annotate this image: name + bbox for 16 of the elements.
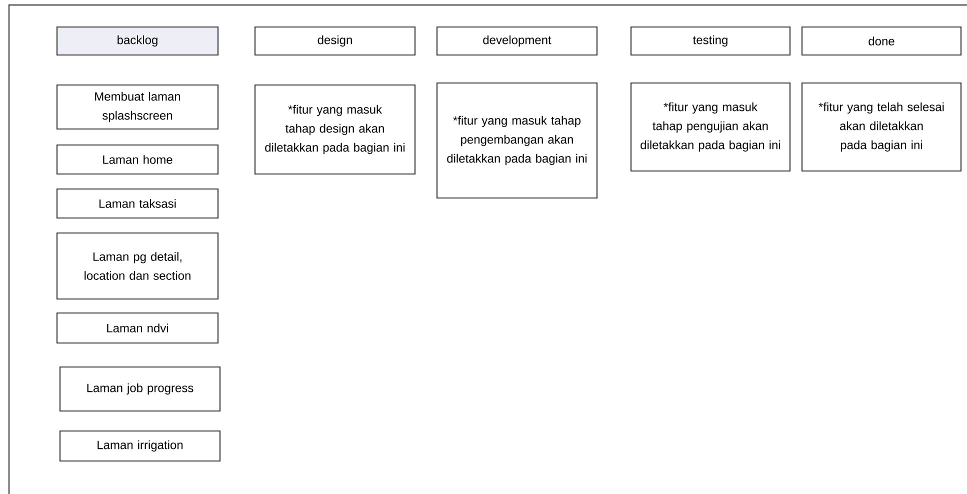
note-card: *fitur yang masuk tahap pengujian akan diletakkan pada bagian ini (630, 82, 791, 172)
note-card: *fitur yang masuk tahap design akan diletakkan pada bagian ini (254, 84, 416, 175)
note-card: *fitur yang telah selesai akan diletakkan pada bagian ini (801, 82, 962, 172)
task-card: Laman irrigation (59, 430, 221, 462)
column-header: testing (630, 26, 791, 56)
column-header: development (436, 26, 598, 56)
task-card: Laman pg detail, location dan section (56, 232, 219, 300)
task-card: Laman job progress (59, 366, 221, 412)
column-header: backlog (56, 26, 219, 56)
column-header: design (254, 26, 416, 56)
task-card: Laman home (56, 144, 219, 175)
task-card: Laman ndvi (56, 312, 219, 344)
column-header: done (801, 26, 962, 56)
task-card: Laman taksasi (56, 188, 219, 219)
note-card: *fitur yang masuk tahap pengembangan akan diletakkan pada bagian ini (436, 82, 598, 199)
task-card: Membuat laman splashscreen (56, 84, 219, 130)
